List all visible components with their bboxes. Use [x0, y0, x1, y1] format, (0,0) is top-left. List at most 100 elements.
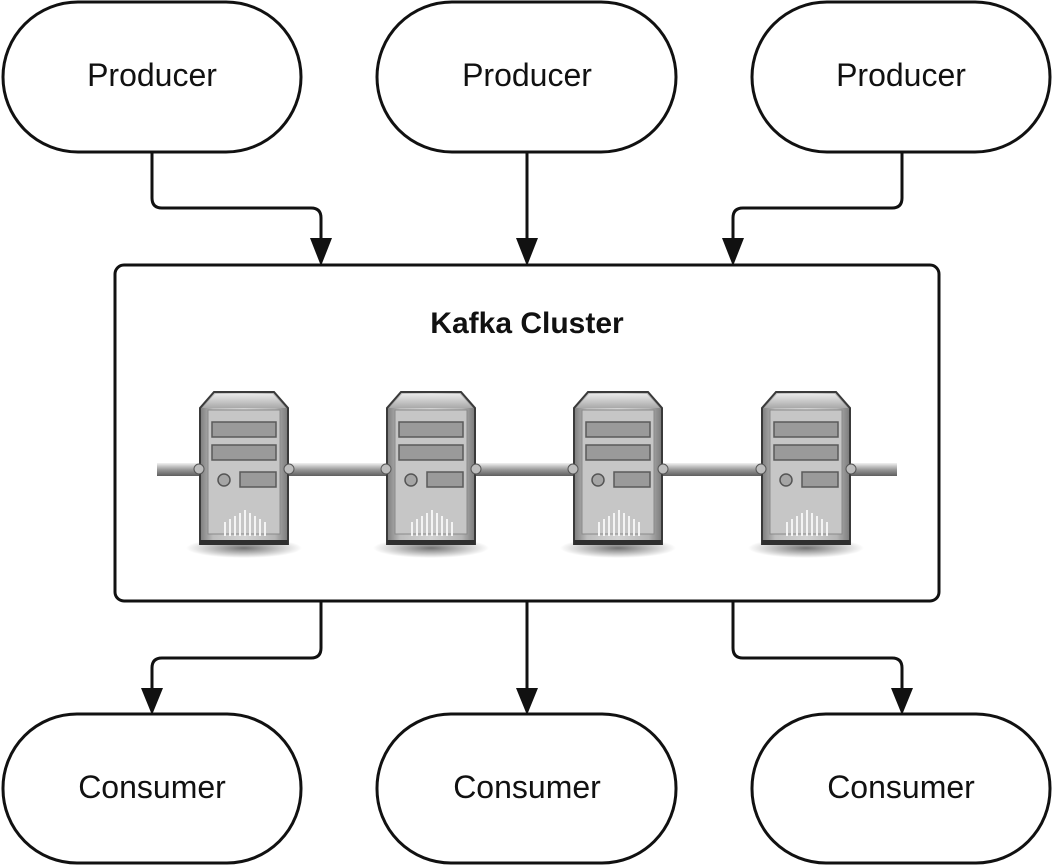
drive-bay: [398, 444, 464, 461]
power-button-icon: [779, 473, 793, 487]
arrowhead-icon: [891, 688, 913, 715]
consumer-node: Consumer: [750, 712, 1052, 865]
cable-connector: [380, 463, 392, 475]
vent-slot: [436, 513, 438, 536]
cable-connector: [470, 463, 482, 475]
vent-slot: [821, 519, 823, 536]
arrowhead-icon: [722, 238, 744, 266]
power-button-icon: [591, 473, 605, 487]
arrowhead-icon: [516, 238, 538, 266]
server-top: [764, 394, 848, 408]
server-base: [200, 540, 288, 545]
vent-slot: [801, 513, 803, 536]
power-button-icon: [217, 473, 231, 487]
network-cable: [157, 463, 897, 476]
kafka-cluster: Kafka Cluster: [113, 263, 941, 603]
server-top: [576, 394, 660, 408]
arrowhead-icon: [516, 688, 538, 715]
drive-bay: [211, 421, 277, 438]
vent-slot: [244, 510, 246, 536]
vent-slot: [618, 510, 620, 536]
vent-slot: [628, 516, 630, 536]
vent-slot: [229, 519, 231, 536]
drive-slot: [239, 471, 277, 488]
servers-row: [186, 391, 864, 558]
connector-line: [731, 152, 904, 244]
vent-slot: [806, 510, 808, 536]
vent-slot: [613, 513, 615, 536]
producer-node: Producer: [375, 0, 678, 154]
vent-slot: [259, 519, 261, 536]
consumers-row: Consumer Consumer Consumer: [1, 712, 1052, 865]
vent-slot: [791, 519, 793, 536]
server-icon: [560, 391, 676, 558]
server-top: [202, 394, 286, 408]
cable-connector: [755, 463, 767, 475]
connector-line: [150, 601, 323, 694]
consumer-node: Consumer: [375, 712, 678, 865]
consumer-label: Consumer: [453, 769, 601, 805]
vent-slot: [816, 516, 818, 536]
cable-connector: [567, 463, 579, 475]
consumer-label: Consumer: [78, 769, 226, 805]
producer-label: Producer: [462, 57, 592, 93]
vent-slot: [224, 522, 226, 536]
vent-slot: [249, 513, 251, 536]
consumer-connectors: [150, 601, 904, 694]
consumer-shape: [750, 712, 1052, 865]
power-button-icon: [404, 473, 418, 487]
server-base: [387, 540, 475, 545]
vent-slot: [603, 519, 605, 536]
vent-slot: [633, 519, 635, 536]
consumer-label: Consumer: [827, 769, 975, 805]
cable-connector: [193, 463, 205, 475]
drive-bay: [585, 444, 651, 461]
producer-label: Producer: [836, 57, 966, 93]
drive-slot: [801, 471, 839, 488]
drive-bay: [773, 421, 839, 438]
producer-node: Producer: [1, 0, 303, 154]
vent-slot: [786, 522, 788, 536]
drive-slot: [426, 471, 464, 488]
vent-slot: [264, 522, 266, 536]
consumer-shape: [1, 712, 303, 865]
vent-slot: [826, 522, 828, 536]
consumer-shape: [375, 712, 678, 865]
producer-arrowheads: [310, 238, 744, 266]
cable-connector: [283, 463, 295, 475]
server-icon: [373, 391, 489, 558]
vent-slot: [623, 513, 625, 536]
vent-slot: [426, 513, 428, 536]
vent-slot: [638, 522, 640, 536]
connector-line: [150, 152, 323, 244]
drive-slot: [613, 471, 651, 488]
drive-bay: [585, 421, 651, 438]
vent-slot: [608, 516, 610, 536]
vent-slot: [411, 522, 413, 536]
server-icon: [748, 391, 864, 558]
vent-slot: [811, 513, 813, 536]
consumer-node: Consumer: [1, 712, 303, 865]
vent-slot: [234, 516, 236, 536]
cable-connector: [657, 463, 669, 475]
consumer-arrowheads: [141, 688, 913, 715]
vent-slot: [416, 519, 418, 536]
vent-slot: [441, 516, 443, 536]
server-top: [389, 394, 473, 408]
drive-bay: [773, 444, 839, 461]
producer-label: Producer: [87, 57, 217, 93]
vent-slot: [431, 510, 433, 536]
vent-slot: [598, 522, 600, 536]
drive-bay: [398, 421, 464, 438]
connector-line: [731, 601, 904, 694]
drive-bay: [211, 444, 277, 461]
vent-slot: [421, 516, 423, 536]
vent-slot: [446, 519, 448, 536]
vent-slot: [239, 513, 241, 536]
server-icon: [186, 391, 302, 558]
producers-row: Producer Producer Producer: [1, 0, 1052, 154]
arrowhead-icon: [310, 238, 332, 266]
vent-slot: [254, 516, 256, 536]
cluster-title: Kafka Cluster: [430, 307, 624, 340]
